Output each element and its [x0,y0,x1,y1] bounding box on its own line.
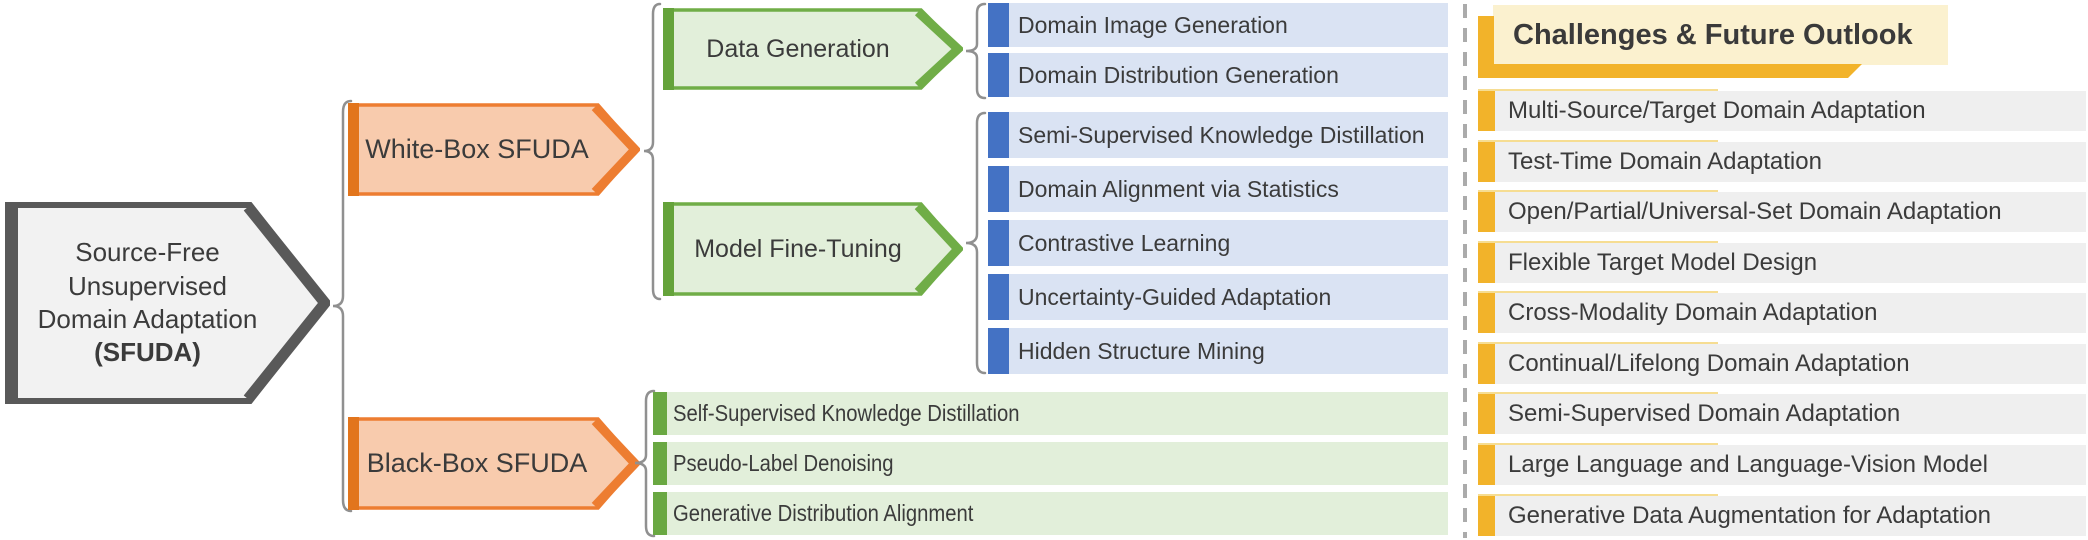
leaf-label: Generative Distribution Alignment [673,500,974,526]
leaf-label: Self-Supervised Knowledge Distillation [673,400,1020,426]
leaf-semi-supervised-knowledge-distillation: Semi-Supervised Knowledge Distillation [988,112,1448,158]
panel-item-semi-supervised: Semi-Supervised Domain Adaptation [1478,392,2086,434]
panel-header-underline [1478,64,1862,78]
panel-item-continual-lifelong: Continual/Lifelong Domain Adaptation [1478,342,2086,384]
panel-item-test-time: Test-Time Domain Adaptation [1478,140,2086,182]
panel-item-flexible-target-model: Flexible Target Model Design [1478,241,2086,283]
leaf-self-supervised-knowledge-distillation: Self-Supervised Knowledge Distillation [653,392,1448,435]
leaf-label: Hidden Structure Mining [1018,337,1265,364]
branch-black-box-sfuda: Black-Box SFUDA [348,417,640,510]
panel-item-label: Multi-Source/Target Domain Adaptation [1508,97,1926,124]
panel-item-open-partial-universal: Open/Partial/Universal-Set Domain Adapta… [1478,190,2086,232]
leaf-label: Domain Distribution Generation [1018,61,1339,88]
leaf-domain-image-generation: Domain Image Generation [988,3,1448,47]
group-label: Data Generation [706,34,890,63]
leaf-label: Pseudo-Label Denoising [673,450,894,476]
root-node-label: Source-Free Unsupervised Domain Adaptati… [24,236,312,369]
arrow-shape [663,8,963,90]
panel-header-accent-bar [1478,16,1494,78]
panel-item-label: Test-Time Domain Adaptation [1508,148,1822,175]
curly-brace-black-box [634,389,656,538]
branch-label: Black-Box SFUDA [366,448,588,478]
panel-item-cross-modality: Cross-Modality Domain Adaptation [1478,291,2086,333]
panel-header: Challenges & Future Outlook [1493,5,1948,65]
leaf-label: Semi-Supervised Knowledge Distillation [1018,121,1425,148]
leaf-domain-distribution-generation: Domain Distribution Generation [988,53,1448,97]
root-abbr: (SFUDA) [94,337,201,368]
panel-item-label: Flexible Target Model Design [1508,249,1818,276]
curly-brace-root [332,99,353,513]
root-node-sfuda: Source-Free Unsupervised Domain Adaptati… [5,202,330,404]
panel-item-label: Generative Data Augmentation for Adaptat… [1508,502,1991,529]
leaf-label: Contrastive Learning [1018,229,1231,256]
group-model-fine-tuning: Model Fine-Tuning [663,202,963,296]
leaf-label: Uncertainty-Guided Adaptation [1018,283,1332,310]
panel-item-label: Open/Partial/Universal-Set Domain Adapta… [1508,198,2002,225]
arrow-shape [663,202,963,296]
panel-item-generative-data-augmentation: Generative Data Augmentation for Adaptat… [1478,494,2086,536]
panel-item-large-language-vision: Large Language and Language-Vision Model [1478,443,2086,485]
panel-item-label: Continual/Lifelong Domain Adaptation [1508,350,1910,377]
leaf-contrastive-learning: Contrastive Learning [988,220,1448,266]
leaf-uncertainty-guided-adaptation: Uncertainty-Guided Adaptation [988,274,1448,320]
curly-brace-data-generation [965,2,987,100]
arrow-shape [5,202,330,404]
leaf-hidden-structure-mining: Hidden Structure Mining [988,328,1448,374]
leaf-generative-distribution-alignment: Generative Distribution Alignment [653,492,1448,535]
branch-white-box-sfuda: White-Box SFUDA [348,103,640,196]
curly-brace-model-fine-tuning [965,111,987,375]
panel-title: Challenges & Future Outlook [1513,18,1913,51]
leaf-pseudo-label-denoising: Pseudo-Label Denoising [653,442,1448,485]
root-title: Source-Free Unsupervised Domain Adaptati… [37,237,258,334]
panel-item-label: Large Language and Language-Vision Model [1508,451,1988,478]
curly-brace-white-box [643,2,662,301]
panel-item-multi-source-target: Multi-Source/Target Domain Adaptation [1478,89,2086,131]
arrow-shape [348,103,640,196]
group-label: Model Fine-Tuning [694,234,902,263]
branch-label: White-Box SFUDA [365,134,589,164]
leaf-domain-alignment-via-statistics: Domain Alignment via Statistics [988,166,1448,212]
panel-item-label: Cross-Modality Domain Adaptation [1508,299,1878,326]
dashed-divider [1463,4,1467,538]
leaf-label: Domain Alignment via Statistics [1018,175,1339,202]
panel-item-label: Semi-Supervised Domain Adaptation [1508,400,1901,427]
group-data-generation: Data Generation [663,8,963,90]
leaf-label: Domain Image Generation [1018,11,1288,38]
